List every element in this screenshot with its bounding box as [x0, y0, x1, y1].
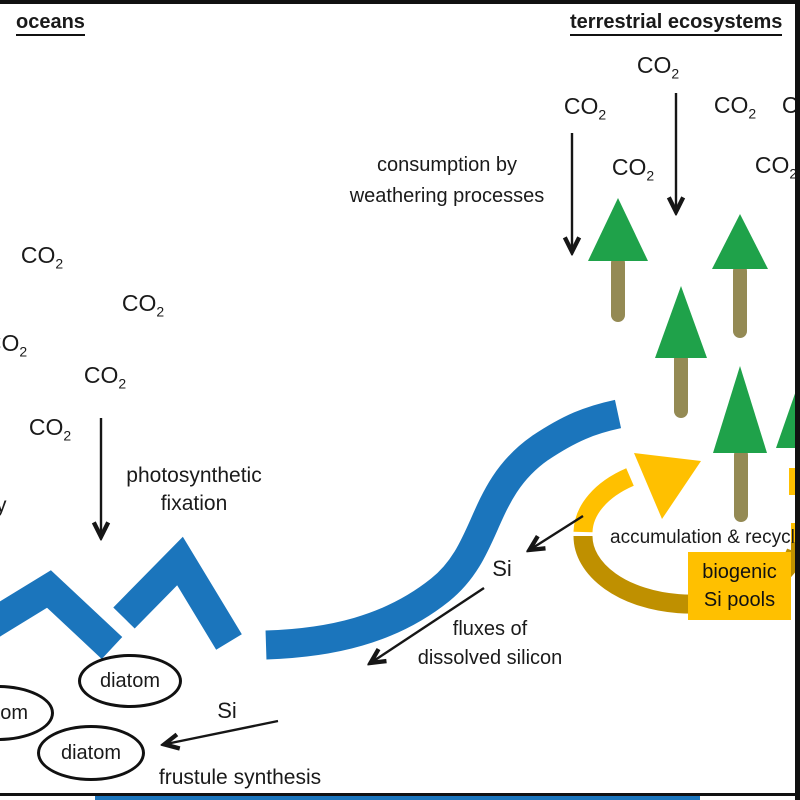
clipped-text-fragment: y	[0, 494, 7, 517]
co2-label: CO2	[713, 92, 757, 122]
frustule-synthesis-label: frustule synthesis	[158, 766, 322, 789]
diatom-label: diatom	[0, 701, 29, 724]
accumulation-label: accumulation & recycling	[610, 527, 800, 548]
frustule-synthesis-arrow	[166, 719, 279, 744]
clipped-wave-strip	[95, 796, 700, 800]
tree-icon	[712, 214, 768, 338]
si-release-arrow	[531, 514, 584, 549]
gold-fragment	[789, 468, 800, 495]
heading-oceans: oceans	[16, 11, 85, 36]
tree-icon	[713, 366, 767, 522]
tree-icon	[655, 286, 707, 418]
photosynthesis-label: photosynthetic fixation	[126, 462, 261, 518]
diatom-ellipse: diatom	[78, 654, 182, 708]
fluxes-label: fluxes of dissolved silicon	[418, 615, 563, 673]
co2-label: CO2	[20, 242, 64, 272]
tree-icon	[588, 198, 648, 322]
weathering-label-line2: weathering processes	[349, 185, 545, 207]
heading-terrestrial: terrestrial ecosystems	[570, 11, 783, 36]
photosynthesis-label-line1: photosynthetic	[126, 464, 262, 487]
biogenic-box-line1: biogenic	[702, 561, 777, 583]
wave-chevron-icon	[113, 536, 242, 650]
river-shape	[265, 399, 622, 660]
co2-label: CO2	[611, 154, 655, 184]
co2-label-clipped: CO2	[0, 330, 28, 360]
si-flux-arrow	[372, 586, 485, 662]
biogenic-si-pools-box: biogenic Si pools	[688, 552, 791, 620]
tree-icon-partial	[776, 379, 800, 448]
co2-label: CO2	[121, 290, 165, 320]
si-label-river: Si	[492, 556, 512, 581]
wave-chevron-icon	[0, 570, 123, 659]
fluxes-label-line1: fluxes of	[452, 618, 528, 640]
diatom-label: diatom	[99, 669, 161, 692]
co2-label: CO2	[563, 93, 607, 123]
photosynthesis-label-line2: fixation	[160, 492, 228, 515]
co2-label: CO2	[28, 414, 72, 444]
si-label-ocean: Si	[217, 698, 237, 723]
co2-label: CO2	[754, 152, 798, 182]
biogenic-box-line2: Si pools	[703, 589, 776, 611]
diatom-label: diatom	[60, 741, 122, 764]
weathering-label: consumption by weathering processes	[350, 150, 545, 212]
weathering-label-line1: consumption by	[376, 154, 518, 176]
co2-label: CO2	[83, 362, 127, 392]
co2-label: CO2	[636, 52, 680, 82]
diatom-ellipse: diatom	[37, 725, 145, 781]
fluxes-label-line2: dissolved silicon	[417, 647, 563, 669]
